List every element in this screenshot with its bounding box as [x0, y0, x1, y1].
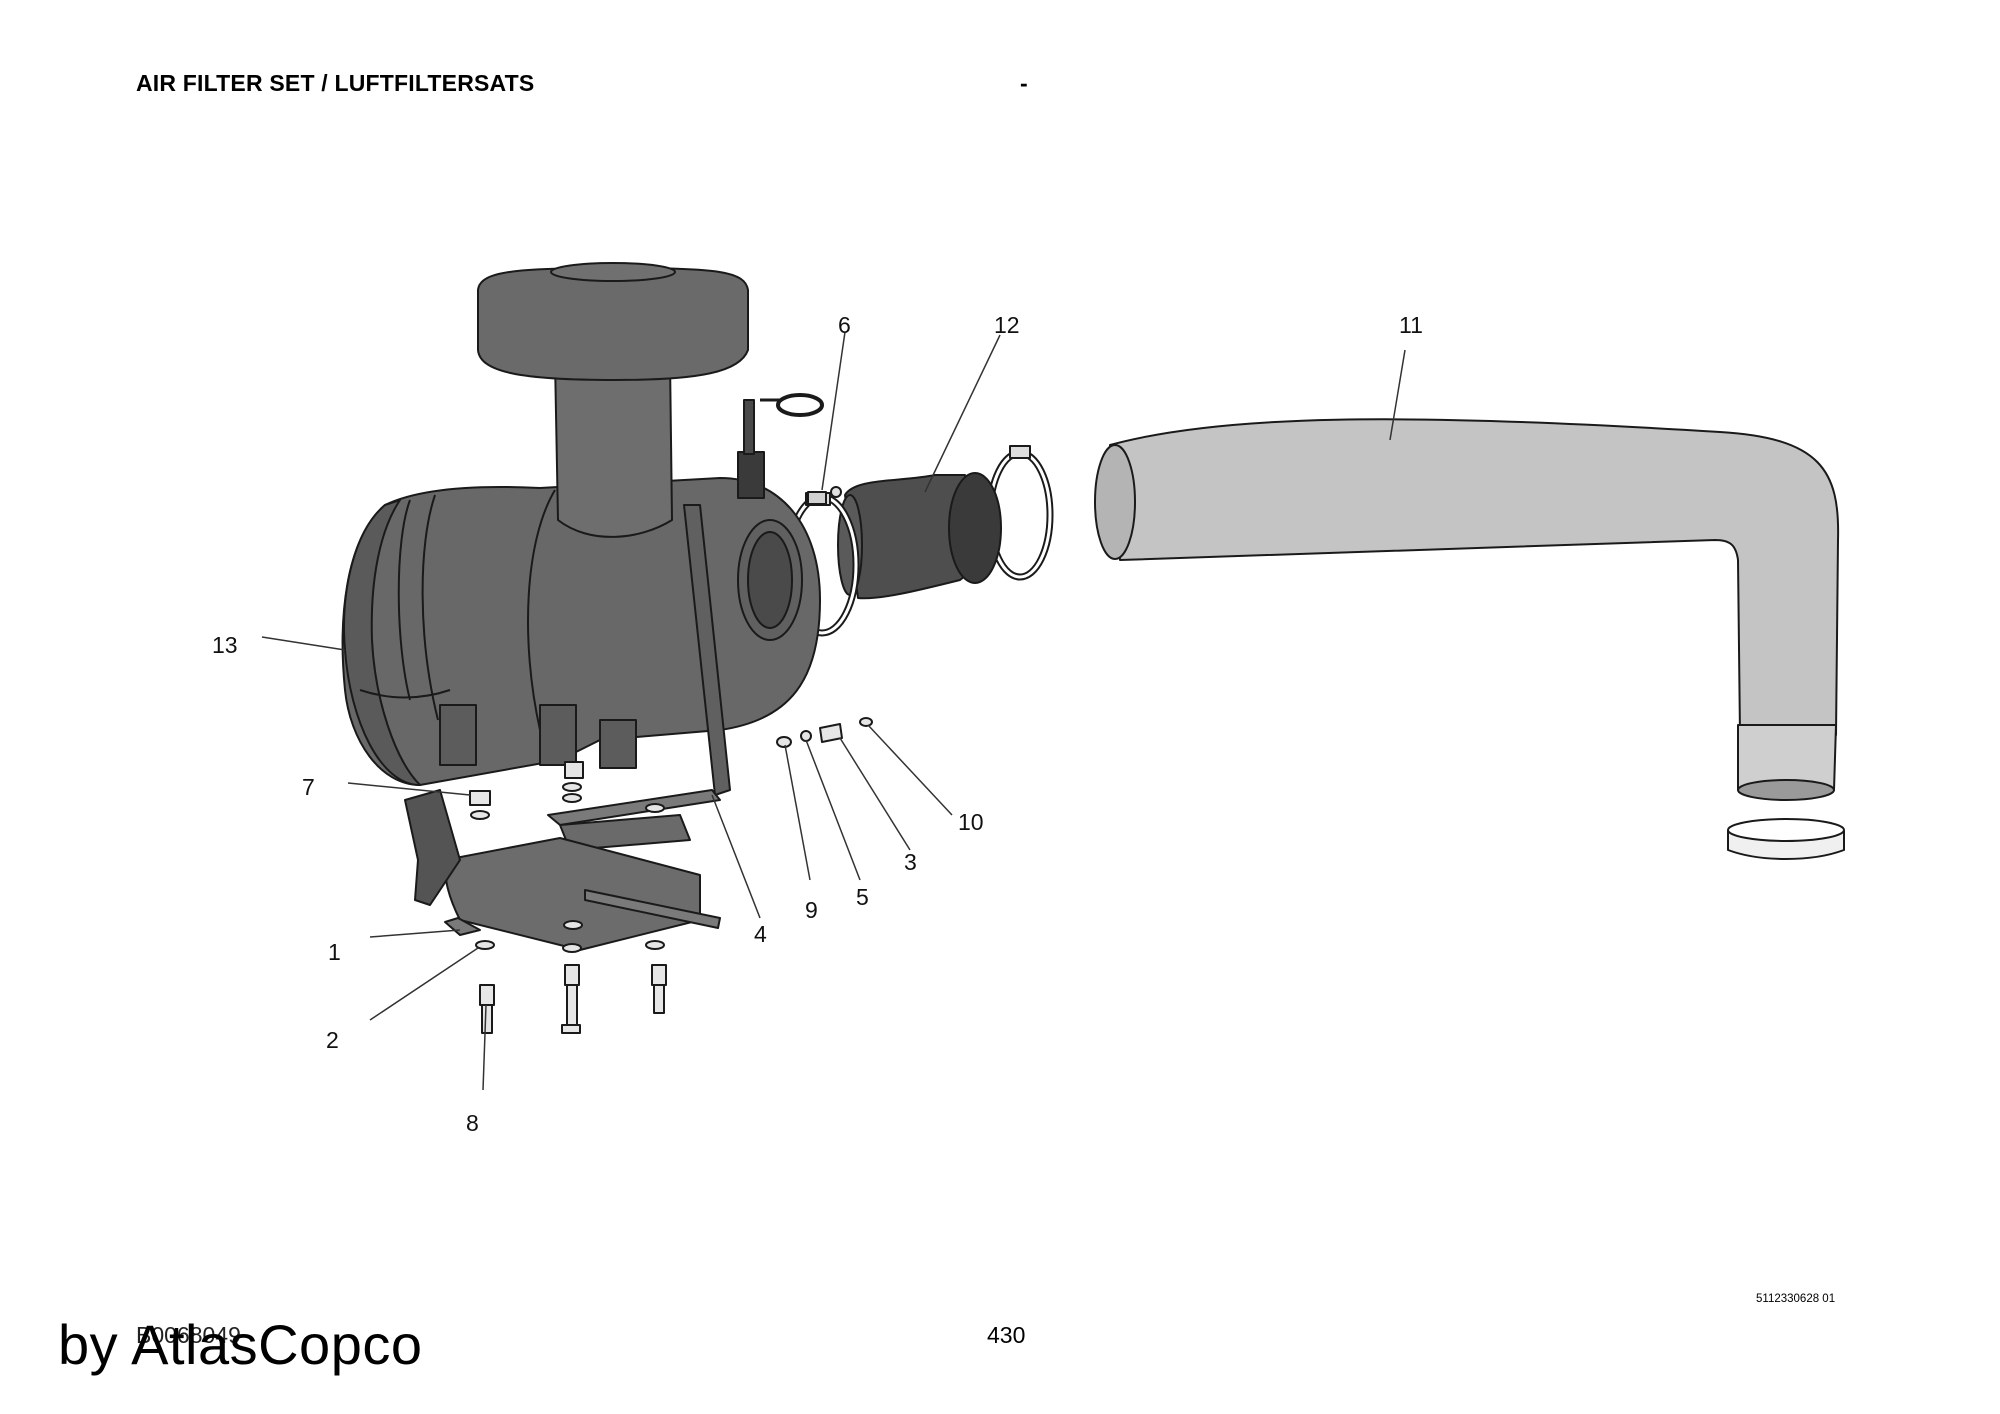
support-strut [547, 504, 731, 851]
callout-2: 2 [326, 1027, 339, 1053]
watermark: by AtlasCopco [58, 1313, 423, 1376]
small-clamp [807, 486, 842, 505]
pipe-end-clamp [1727, 818, 1845, 860]
service-indicator [737, 393, 824, 499]
callout-8: 8 [466, 1110, 479, 1136]
drawing-code: B0068049 [136, 1322, 241, 1348]
intake-pipe [1094, 418, 1840, 801]
callout-13: 13 [212, 632, 238, 658]
dust-outlet [404, 789, 461, 906]
document-number: 5112330628 01 [1756, 1293, 1836, 1305]
callout-7: 7 [302, 774, 315, 800]
callout-9: 9 [805, 897, 818, 923]
callout-11: 11 [1399, 312, 1423, 338]
callout-1: 1 [328, 939, 341, 965]
callout-10: 10 [958, 809, 984, 835]
page-number: 430 [987, 1322, 1026, 1348]
callout-6: 6 [838, 312, 851, 338]
callout-12: 12 [994, 312, 1020, 338]
mounting-bracket [444, 837, 721, 951]
callout-4: 4 [754, 921, 767, 947]
callout-5: 5 [856, 884, 869, 910]
rubber-hose [837, 472, 1002, 600]
callout-labels: 1 2 3 4 5 6 7 8 9 10 11 12 13 [212, 312, 1423, 1136]
pre-cleaner [477, 262, 749, 538]
header-dash: - [1020, 70, 1028, 96]
page-title: AIR FILTER SET / LUFTFILTERSATS [136, 70, 535, 96]
fasteners [469, 717, 873, 1034]
leader-lines [261, 331, 1406, 1091]
callout-3: 3 [904, 849, 917, 875]
